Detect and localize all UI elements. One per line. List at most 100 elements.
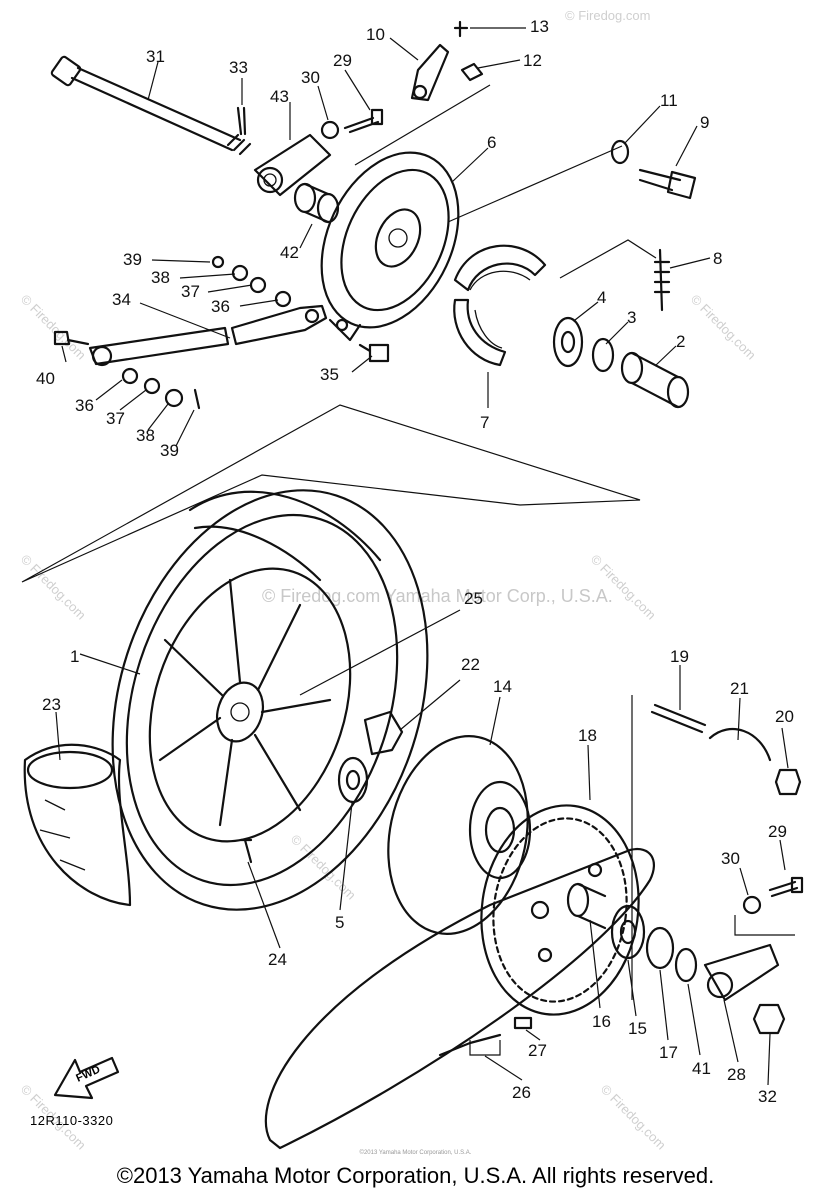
oil-seal	[591, 337, 615, 373]
brake-cam-lever	[410, 20, 484, 102]
watermark: © Firedog.com	[598, 1082, 669, 1153]
watermark: © Firedog.com	[18, 552, 89, 623]
callout-3: 3	[627, 308, 636, 327]
group-bracket	[21, 404, 641, 583]
hub-shaft	[566, 882, 607, 930]
clutch-hub	[387, 735, 532, 935]
nut	[742, 895, 762, 915]
collar-41	[674, 947, 698, 983]
callout-26: 26	[512, 1083, 531, 1102]
master-link	[513, 1016, 533, 1030]
wheel-bearing	[337, 756, 369, 804]
rear-wheel	[111, 489, 429, 911]
rear-sprocket	[480, 804, 640, 1016]
washer	[610, 139, 630, 165]
collar	[293, 182, 340, 224]
callout-21: 21	[730, 679, 749, 698]
callout-35: 35	[320, 365, 339, 384]
copyright-footer: ©2013 Yamaha Motor Corporation, U.S.A. A…	[116, 1163, 715, 1188]
callout-32: 32	[758, 1087, 777, 1106]
callout-13: 13	[530, 17, 549, 36]
group-bracket	[354, 84, 491, 166]
tension-bar	[88, 304, 328, 367]
callout-34: 34	[112, 290, 131, 309]
callout-31: 31	[146, 47, 165, 66]
callout-12: 12	[523, 51, 542, 70]
callout-33: 33	[229, 58, 248, 77]
callout-30b: 30	[721, 849, 740, 868]
callout-38: 38	[151, 268, 170, 287]
nut	[774, 768, 802, 796]
callout-23: 23	[42, 695, 61, 714]
tire-cutaway	[23, 743, 132, 907]
stud-bolt	[650, 703, 707, 734]
brake-shoe-plate	[320, 151, 460, 342]
watermark: © Firedog.com	[18, 292, 89, 363]
callout-24: 24	[268, 950, 287, 969]
callout-17: 17	[659, 1043, 678, 1062]
bolt	[768, 876, 804, 898]
chain-adjuster	[253, 133, 332, 197]
watermark: © Firedog.com	[688, 292, 759, 363]
group-bracket	[447, 145, 657, 279]
bolt	[343, 108, 384, 134]
callout-6: 6	[487, 133, 496, 152]
watermark: © Firedog.com	[565, 8, 650, 23]
callout-36b: 36	[75, 396, 94, 415]
callout-4: 4	[597, 288, 606, 307]
callout-25: 25	[464, 589, 483, 608]
sprocket-bearing	[610, 904, 646, 960]
callout-39b: 39	[160, 441, 179, 460]
callout-9: 9	[700, 113, 709, 132]
seal	[645, 926, 675, 970]
spacer	[620, 351, 690, 409]
axle-nut	[752, 1003, 786, 1035]
drive-chain	[264, 847, 656, 1150]
callout-16: 16	[592, 1012, 611, 1031]
callout-19: 19	[670, 647, 689, 666]
bearing	[552, 316, 584, 368]
callout-15: 15	[628, 1019, 647, 1038]
watermark-layer: © Firedog.com © Firedog.com © Firedog.co…	[18, 8, 759, 1153]
callout-11: 11	[660, 91, 678, 110]
callout-14: 14	[493, 677, 512, 696]
callout-1: 1	[70, 647, 79, 666]
part-number-labels: 31 33 43 30 29 10 13 12 11 9 6 8 4 3 2 7…	[36, 17, 794, 1106]
callout-36: 36	[211, 297, 230, 316]
callout-29: 29	[333, 51, 352, 70]
brake-camshaft	[638, 168, 697, 200]
callout-43: 43	[270, 87, 289, 106]
nut	[320, 120, 340, 140]
callout-8: 8	[713, 249, 722, 268]
callout-41: 41	[692, 1059, 711, 1078]
damper	[363, 710, 404, 756]
callout-20: 20	[775, 707, 794, 726]
callout-40: 40	[36, 369, 55, 388]
callout-22: 22	[461, 655, 480, 674]
callout-2: 2	[676, 332, 685, 351]
cotter-pin	[236, 106, 247, 136]
callout-42: 42	[280, 243, 299, 262]
torque-rod-hardware	[53, 255, 390, 410]
callout-10: 10	[366, 25, 385, 44]
callout-27: 27	[528, 1041, 547, 1060]
fine-print: ©2013 Yamaha Motor Corporation, U.S.A.	[359, 1150, 472, 1156]
brake-shoes	[453, 244, 547, 367]
group-bracket	[469, 1040, 501, 1056]
callout-37b: 37	[106, 409, 125, 428]
callout-30: 30	[301, 68, 320, 87]
spring	[653, 248, 671, 312]
lock-washer	[708, 728, 772, 762]
group-bracket	[631, 695, 795, 1000]
callout-37: 37	[181, 282, 200, 301]
drawing-code: 12R110-3320	[30, 1113, 114, 1128]
axle	[50, 55, 252, 156]
callout-29b: 29	[768, 822, 787, 841]
callout-5: 5	[335, 913, 344, 932]
forward-arrow-icon: FWD	[53, 1056, 120, 1100]
callout-39: 39	[123, 250, 142, 269]
leader-lines	[55, 27, 789, 1086]
callout-28: 28	[727, 1065, 746, 1084]
